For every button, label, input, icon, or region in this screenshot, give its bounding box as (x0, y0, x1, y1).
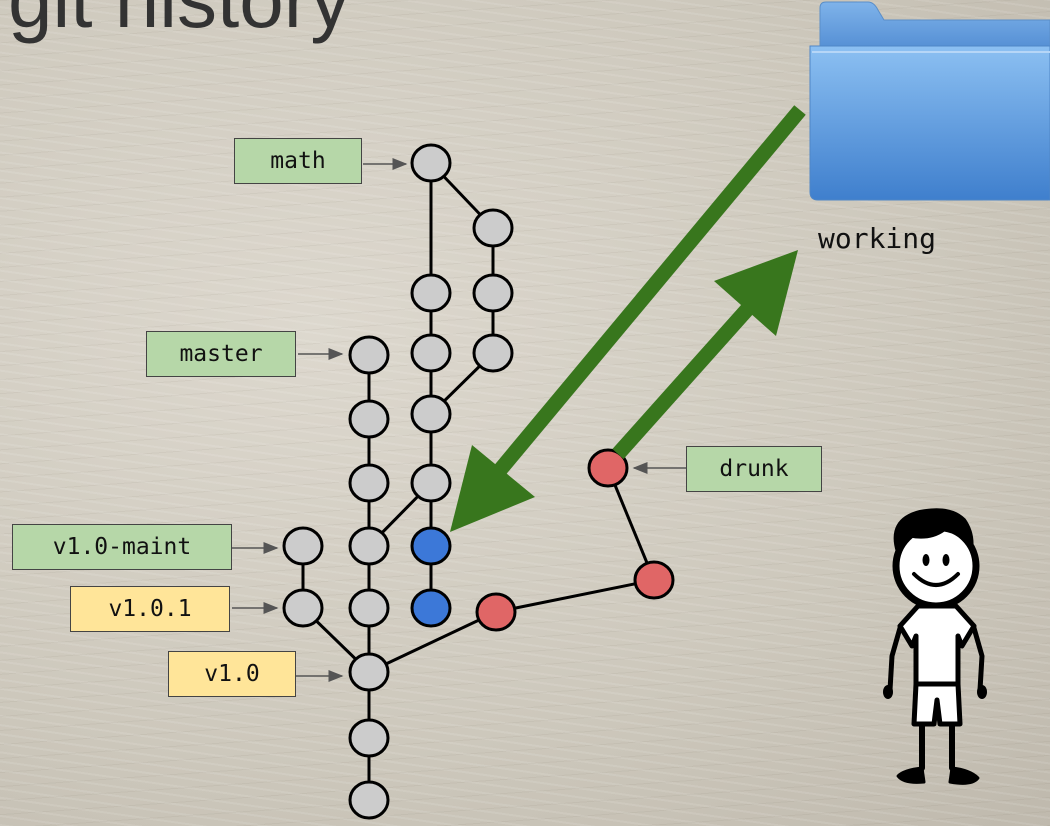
commit-node (348, 399, 390, 439)
commit-node (282, 588, 324, 628)
commit-node (410, 333, 452, 373)
checkout-arrow-head (450, 445, 535, 532)
commit-node (472, 208, 514, 248)
label-arrows (232, 158, 686, 682)
page-title: git history (8, 0, 350, 46)
commit-node (410, 394, 452, 434)
commit-arrow-shaft (612, 299, 758, 459)
commit-node (348, 526, 390, 566)
green-arrows (450, 105, 806, 532)
checkout-arrow-shaft (494, 105, 806, 475)
branch-label-math: math (234, 138, 362, 184)
commit-node (348, 652, 390, 692)
commit-node (348, 335, 390, 375)
commit-node (348, 718, 390, 758)
commit-node (410, 463, 452, 503)
stick-figure-icon (883, 508, 987, 785)
branch-label-v1-0-maint: v1.0-maint (12, 524, 232, 570)
drunk-commit-node (587, 448, 629, 488)
branch-label-drunk: drunk (686, 446, 822, 492)
working-directory-label: working (818, 222, 937, 255)
staged-commit-node (410, 588, 452, 628)
tag-label-v1-0-1: v1.0.1 (70, 586, 230, 632)
commit-arrow-head (714, 250, 798, 336)
branch-label-master: master (146, 331, 296, 377)
tag-label-v1-0: v1.0 (168, 651, 296, 697)
commit-node (282, 526, 324, 566)
commit-node (348, 463, 390, 503)
folder-icon (809, 1, 1050, 201)
commit-node (410, 143, 452, 183)
commit-node (472, 333, 514, 373)
drunk-commit-node (475, 592, 517, 632)
commit-node (472, 273, 514, 313)
staged-commit-node (410, 526, 452, 566)
commit-node (348, 780, 390, 820)
commits (282, 143, 675, 820)
commit-node (348, 588, 390, 628)
commit-node (410, 273, 452, 313)
drunk-commit-node (633, 560, 675, 600)
